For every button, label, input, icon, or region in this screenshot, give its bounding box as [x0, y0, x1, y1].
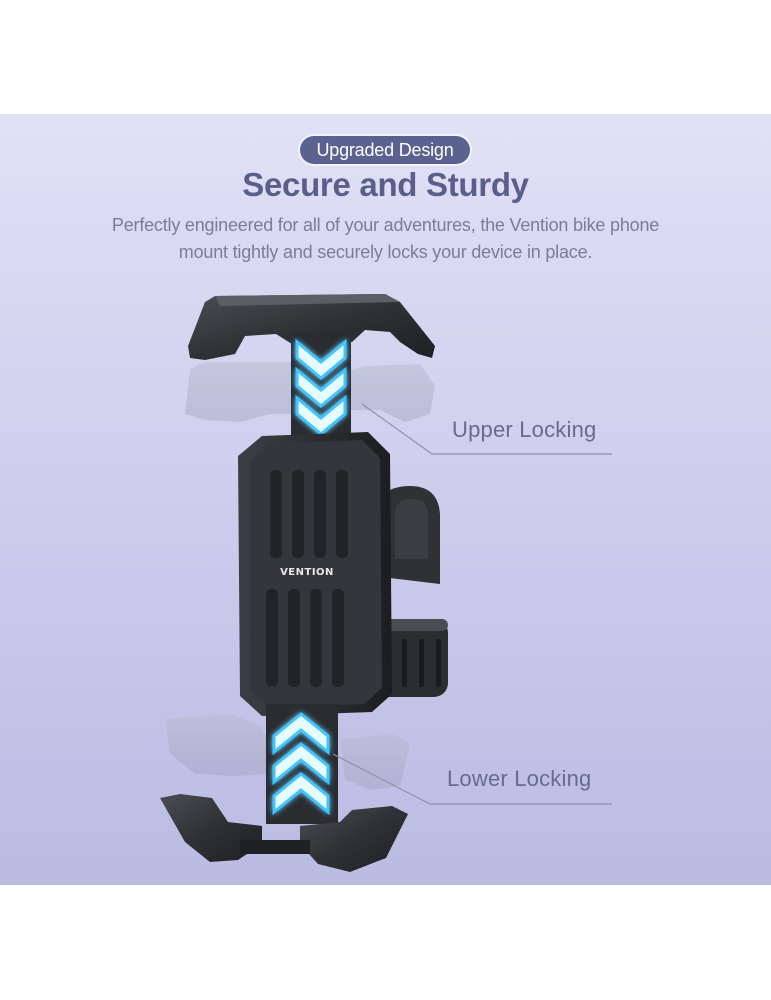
- subtitle-line-1: Perfectly engineered for all of your adv…: [111, 215, 660, 235]
- lower-arrows-icon: [272, 712, 330, 816]
- lower-clamp: [160, 794, 408, 872]
- upgraded-design-badge: Upgraded Design: [300, 136, 470, 164]
- lower-callout-line: [332, 753, 612, 805]
- upper-arrows-icon: [295, 338, 347, 436]
- lower-clamp-ghost: [165, 714, 410, 790]
- subtitle-line-2: mount tightly and securely locks your de…: [178, 242, 593, 262]
- upper-callout-line: [361, 403, 612, 455]
- main-body: VENTION: [238, 432, 392, 716]
- phone-mount-illustration: VENTION: [160, 294, 612, 872]
- upper-clamp: [188, 294, 435, 360]
- vention-logo: VENTION: [280, 567, 334, 578]
- product-banner: Upgraded Design Secure and Sturdy Perfec…: [0, 114, 771, 885]
- lower-locking-label: Lower Locking: [447, 766, 592, 791]
- banner-subtitle: Perfectly engineered for all of your adv…: [60, 212, 711, 266]
- banner-title: Secure and Sturdy: [242, 166, 529, 203]
- upper-locking-label: Upper Locking: [452, 417, 597, 442]
